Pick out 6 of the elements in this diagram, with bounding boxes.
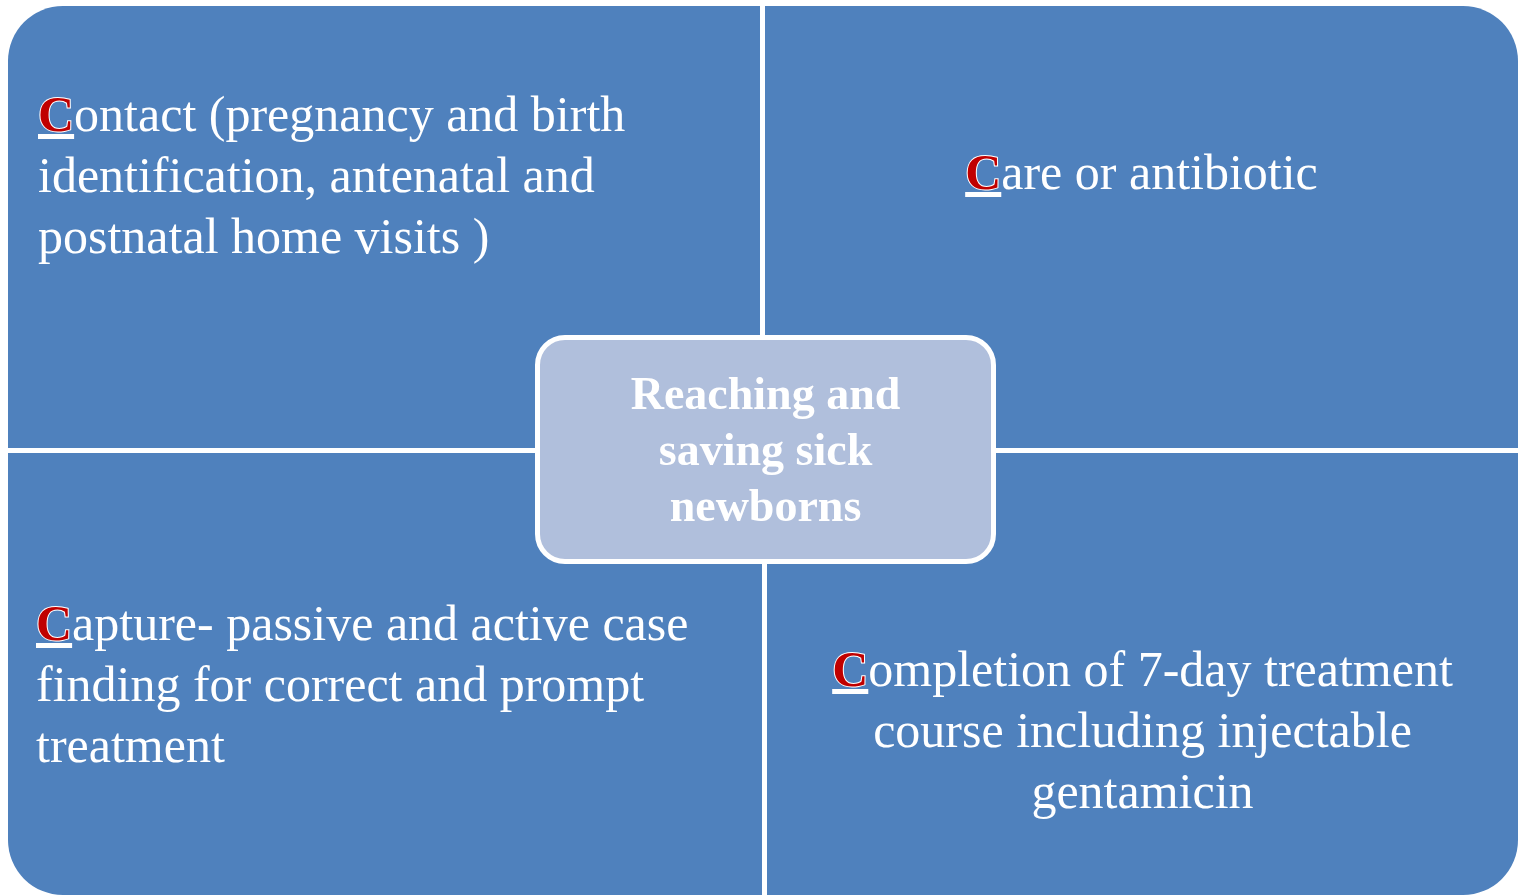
panel-text: Capture- passive and active case finding for correct and prompt treatment bbox=[36, 594, 690, 775]
panel-text: Contact (pregnancy and birth identification, antenatal and postnatal home visits ) bbox=[38, 85, 627, 266]
center-title: Reaching and saving sick newborns bbox=[629, 366, 902, 533]
center-box bbox=[535, 335, 996, 564]
panel-text: Care or antibiotic bbox=[964, 143, 1319, 202]
panel-text: Completion of 7-day treatment course including injectable gentamicin bbox=[831, 640, 1454, 821]
